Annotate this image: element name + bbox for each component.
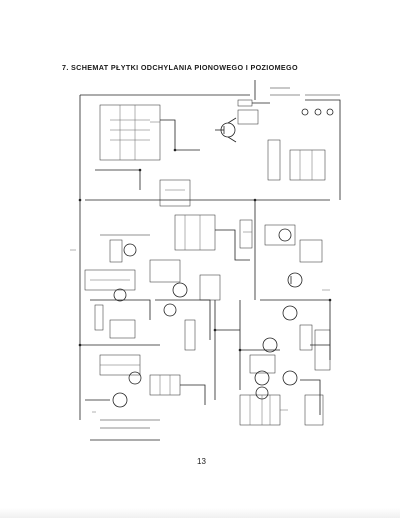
horizontal-output-section — [239, 239, 331, 390]
sync-separator-section — [80, 234, 160, 346]
scan-bottom-edge — [0, 508, 400, 518]
vertical-output-transistor — [215, 99, 270, 143]
connector-upper-right — [254, 80, 340, 181]
page-title: 7. SCHEMAT PŁYTKI ODCHYLANIA PIONOWEGO I… — [62, 63, 298, 72]
oscillator-section — [95, 104, 200, 190]
component-label-marks — [70, 121, 330, 413]
horizontal-driver-section — [149, 259, 240, 400]
junction-dots — [78, 148, 332, 352]
supply-rails — [79, 94, 341, 441]
line-output-stage — [239, 370, 324, 426]
page-number: 13 — [197, 457, 206, 466]
integrator-section — [159, 179, 296, 300]
lower-left-section — [85, 354, 206, 429]
